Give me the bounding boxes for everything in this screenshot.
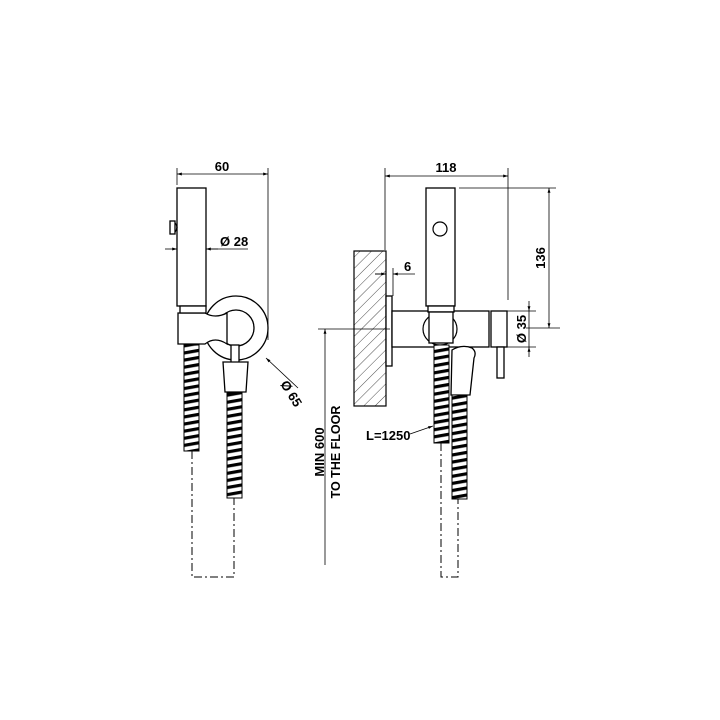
hose-front-right	[451, 394, 468, 500]
elbow-connector	[450, 345, 476, 396]
hose-length-label: L=1250	[366, 428, 410, 443]
body-diameter-dimension: Ø 35	[514, 315, 529, 343]
floor-note-line1: MIN 600	[312, 427, 327, 476]
handshower-front	[425, 187, 456, 307]
floor-note-line2: TO THE FLOOR	[329, 406, 343, 499]
handshower-body	[176, 187, 207, 307]
wall-gap-dimension: 6	[404, 259, 411, 274]
hose-front-left	[433, 344, 450, 444]
handshower-button	[169, 220, 176, 235]
hose-right	[226, 392, 243, 499]
wall-section	[353, 250, 387, 407]
hose-connector	[222, 361, 249, 393]
holder-diameter-dimension: Ø 65	[277, 378, 305, 410]
side-view: 60 Ø 28 Ø 65	[165, 159, 305, 578]
hose-left	[183, 344, 200, 452]
handshower-diameter-dimension: Ø 28	[220, 234, 248, 249]
front-view: 118 136 6 L=1250	[312, 160, 560, 578]
height-dimension: 136	[533, 247, 548, 269]
side-width-dimension: 60	[215, 159, 229, 174]
front-width-dimension: 118	[436, 160, 457, 175]
